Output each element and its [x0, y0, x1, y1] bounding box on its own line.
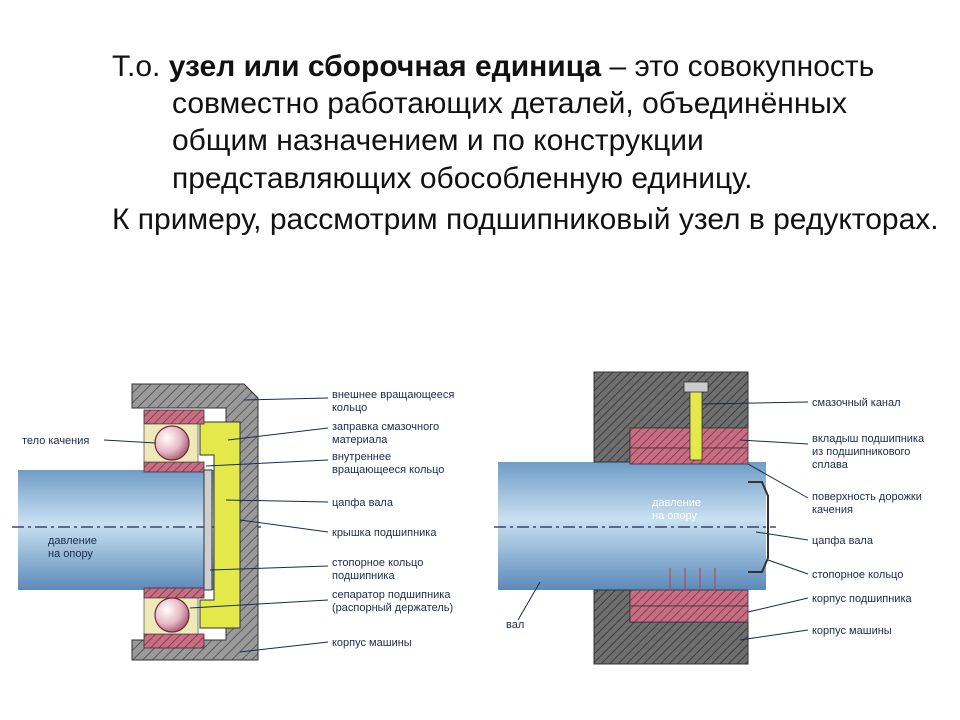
left-outer-ring-bottom — [143, 633, 205, 649]
right-callout-2-line-3: сплава — [812, 459, 849, 471]
left-ball-bottom — [154, 597, 190, 633]
left-label-pressure-1: давление — [48, 535, 97, 547]
left-callout-3-line-1: внутреннее — [332, 451, 391, 463]
left-callout-1-line-2: кольцо — [332, 402, 367, 414]
right-callout-1: смазочный канал — [812, 397, 901, 409]
left-callout-8: корпус машины — [332, 637, 412, 649]
right-liner-bottom — [629, 589, 749, 607]
definition-term: узел или сборочная единица — [168, 50, 602, 83]
right-bearing-diagram: давление на опору вал смазочный канал вк… — [494, 371, 925, 665]
left-callout-3-line-2: вращающееся кольцо — [332, 464, 444, 476]
left-bearing-cap — [199, 421, 241, 629]
left-callout-7-line-1: сепаратор подшипника — [332, 589, 451, 601]
right-label-shaft: вал — [506, 619, 524, 631]
definition-prefix: Т.о. — [112, 50, 169, 83]
left-callouts — [189, 397, 329, 653]
right-label-pressure-1: давление — [652, 497, 701, 509]
right-callout-3-line-1: поверхность дорожки — [812, 491, 922, 503]
right-callout-5: стопорное кольцо — [812, 569, 903, 581]
right-bearing-body-bottom — [629, 605, 749, 623]
left-callout-6-line-2: подшипника — [332, 570, 395, 582]
right-callout-3-line-2: качения — [812, 504, 853, 516]
left-inner-ring-bottom — [143, 587, 205, 599]
left-bearing-diagram: тело качения давление на опору внешнее в… — [12, 383, 454, 661]
left-callout-6-line-1: стопорное кольцо — [332, 557, 423, 569]
right-liner-top — [629, 447, 749, 465]
left-label-pressure-2: на опору — [48, 548, 93, 560]
right-callout-6: корпус подшипника — [812, 593, 913, 605]
right-callout-2-line-1: вкладыш подшипника — [812, 433, 925, 445]
right-bearing-body-top — [629, 427, 749, 449]
right-callout-4: цапфа вала — [812, 535, 874, 547]
left-label-rolling-body: тело качения — [22, 435, 89, 447]
left-ball-top — [154, 425, 190, 461]
right-retaining-ring — [748, 481, 769, 573]
left-callout-2-line-1: заправка смазочного — [332, 421, 439, 433]
left-callout-1-line-1: внешнее вращающееся — [332, 389, 454, 401]
left-inner-ring-top — [143, 461, 205, 473]
left-callout-2-line-2: материала — [332, 434, 388, 446]
right-callout-labels: смазочный канал вкладыш подшипника из по… — [812, 397, 925, 637]
left-outer-ring-top — [143, 409, 205, 425]
left-retaining-ring — [203, 469, 213, 591]
right-pressure-arrows — [669, 568, 716, 590]
right-callout-7: корпус машины — [812, 625, 892, 637]
text-block: Т.о. узел или сборочная единица – это со… — [112, 48, 942, 242]
example-paragraph: К примеру, рассмотрим подшипниковый узел… — [112, 202, 939, 236]
left-callout-labels: внешнее вращающееся кольцо заправка смаз… — [332, 389, 454, 649]
right-label-pressure-2: на опору — [652, 510, 697, 522]
right-plug — [683, 381, 709, 393]
right-callout-2-line-2: из подшипникового — [812, 446, 910, 458]
right-shaft — [498, 462, 766, 590]
definition-paragraph: Т.о. узел или сборочная единица – это со… — [112, 48, 942, 197]
left-callout-7-line-2: (распорный держатель) — [332, 602, 453, 614]
left-callout-4: цапфа вала — [332, 497, 394, 509]
right-lubrication-channel — [689, 389, 703, 461]
definition-text: – это совокупность совместно работающих … — [172, 50, 875, 195]
right-callouts — [701, 401, 809, 641]
left-callout-5: крышка подшипника — [332, 527, 437, 539]
